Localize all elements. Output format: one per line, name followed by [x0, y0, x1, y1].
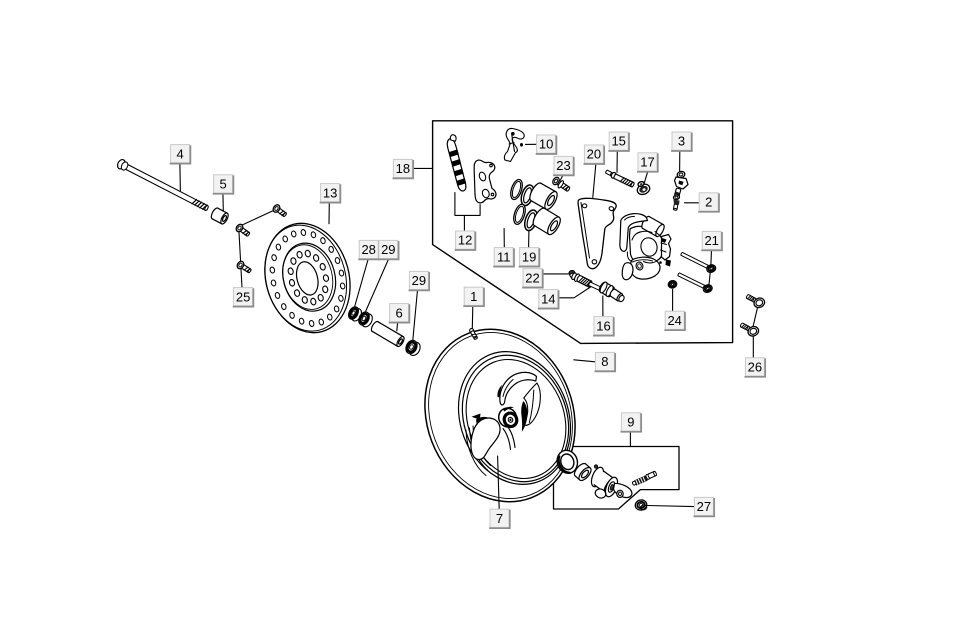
svg-text:27: 27	[697, 499, 711, 514]
svg-text:20: 20	[587, 147, 601, 162]
svg-text:12: 12	[458, 233, 472, 248]
svg-text:13: 13	[323, 185, 337, 200]
svg-text:18: 18	[396, 161, 410, 176]
svg-text:28: 28	[361, 242, 375, 257]
svg-text:8: 8	[601, 354, 608, 369]
svg-text:21: 21	[704, 233, 718, 248]
svg-text:5: 5	[219, 177, 226, 192]
svg-text:25: 25	[236, 289, 250, 304]
svg-text:15: 15	[611, 134, 625, 149]
svg-text:29: 29	[381, 242, 395, 257]
svg-text:10: 10	[539, 137, 553, 152]
svg-text:26: 26	[748, 360, 762, 375]
svg-text:9: 9	[627, 415, 634, 430]
svg-text:11: 11	[497, 249, 511, 264]
svg-text:4: 4	[176, 146, 183, 161]
svg-text:6: 6	[395, 305, 402, 320]
svg-text:14: 14	[541, 291, 555, 306]
svg-text:23: 23	[556, 158, 570, 173]
svg-text:1: 1	[470, 289, 477, 304]
svg-text:29: 29	[412, 273, 426, 288]
svg-text:22: 22	[525, 270, 539, 285]
svg-text:7: 7	[496, 511, 503, 526]
svg-text:24: 24	[667, 313, 681, 328]
svg-text:2: 2	[705, 195, 712, 210]
svg-text:3: 3	[678, 134, 685, 149]
svg-text:16: 16	[596, 318, 610, 333]
svg-text:19: 19	[522, 249, 536, 264]
svg-text:17: 17	[640, 155, 654, 170]
